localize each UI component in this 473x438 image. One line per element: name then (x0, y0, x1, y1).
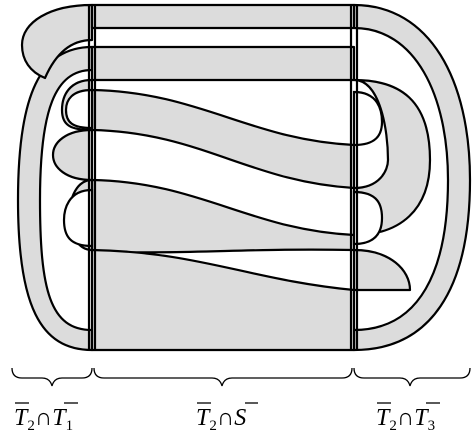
svg-text:T2∩T3: T2∩T3 (376, 405, 435, 434)
brace-right (353, 367, 471, 387)
brace-middle (93, 367, 353, 387)
hole-upper-right (352, 90, 384, 147)
svg-text:T2∩S: T2∩S (196, 405, 246, 434)
left-divider (87, 5, 97, 350)
strip-2 (90, 45, 356, 82)
strip-5 (90, 248, 356, 352)
hole-mid-left (62, 188, 94, 248)
strip-4 (90, 178, 356, 254)
right-divider (349, 5, 359, 350)
hole-mid-right (352, 190, 384, 246)
left-loop-b (52, 128, 94, 182)
label-left: T2∩T1 (14, 402, 78, 434)
strip-1 (90, 3, 356, 30)
brace-left (11, 367, 93, 387)
svg-text:T2∩T1: T2∩T1 (14, 405, 73, 434)
right-loop-b (352, 248, 412, 292)
strip-3 (90, 88, 356, 190)
label-middle: T2∩S (196, 402, 258, 434)
top-left-loop (20, 3, 94, 80)
hole-upper-left (64, 88, 94, 130)
label-right: T2∩T3 (376, 402, 440, 434)
